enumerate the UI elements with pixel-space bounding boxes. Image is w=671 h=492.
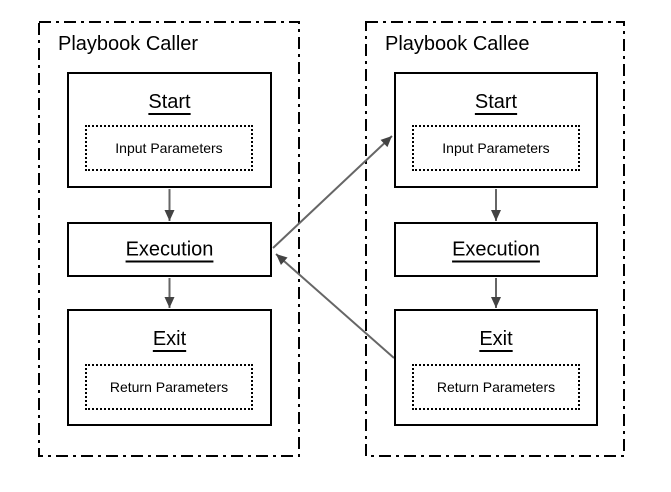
node-caller-execution-title: Execution <box>125 238 214 260</box>
param-label: Return Parameters <box>109 378 229 395</box>
node-caller-start: Start Input Parameters <box>67 72 272 188</box>
frame-title-playbook-caller: Playbook Caller <box>58 33 199 55</box>
param-box-callee-return: Return Parameters <box>412 364 580 410</box>
node-callee-exit-title: Exit <box>479 328 513 350</box>
frame-playbook-callee-border <box>365 21 625 457</box>
frame-title-playbook-callee: Playbook Callee <box>385 33 530 55</box>
node-caller-exit-title: Exit <box>152 328 187 350</box>
node-caller-start-title: Start <box>148 91 191 113</box>
param-box-caller-input: Input Parameters <box>85 125 253 171</box>
param-box-callee-input: Input Parameters <box>412 125 580 171</box>
param-box-caller-return: Return Parameters <box>85 364 253 410</box>
param-label: Input Parameters <box>115 139 223 156</box>
edge-caller-execution-to-callee-start <box>272 135 393 249</box>
edge-callee-exit-to-caller-execution <box>275 253 395 359</box>
node-callee-start: Start Input Parameters <box>394 72 598 188</box>
frame-playbook-caller-border <box>38 21 300 457</box>
node-callee-execution-title: Execution <box>452 238 540 260</box>
node-callee-exit: Exit Return Parameters <box>394 309 598 426</box>
node-caller-execution: Execution <box>67 222 272 277</box>
node-callee-execution: Execution <box>394 222 598 277</box>
node-callee-start-title: Start <box>474 91 518 113</box>
param-label: Input Parameters <box>442 139 550 156</box>
param-label: Return Parameters <box>436 378 556 395</box>
node-caller-exit: Exit Return Parameters <box>67 309 272 426</box>
